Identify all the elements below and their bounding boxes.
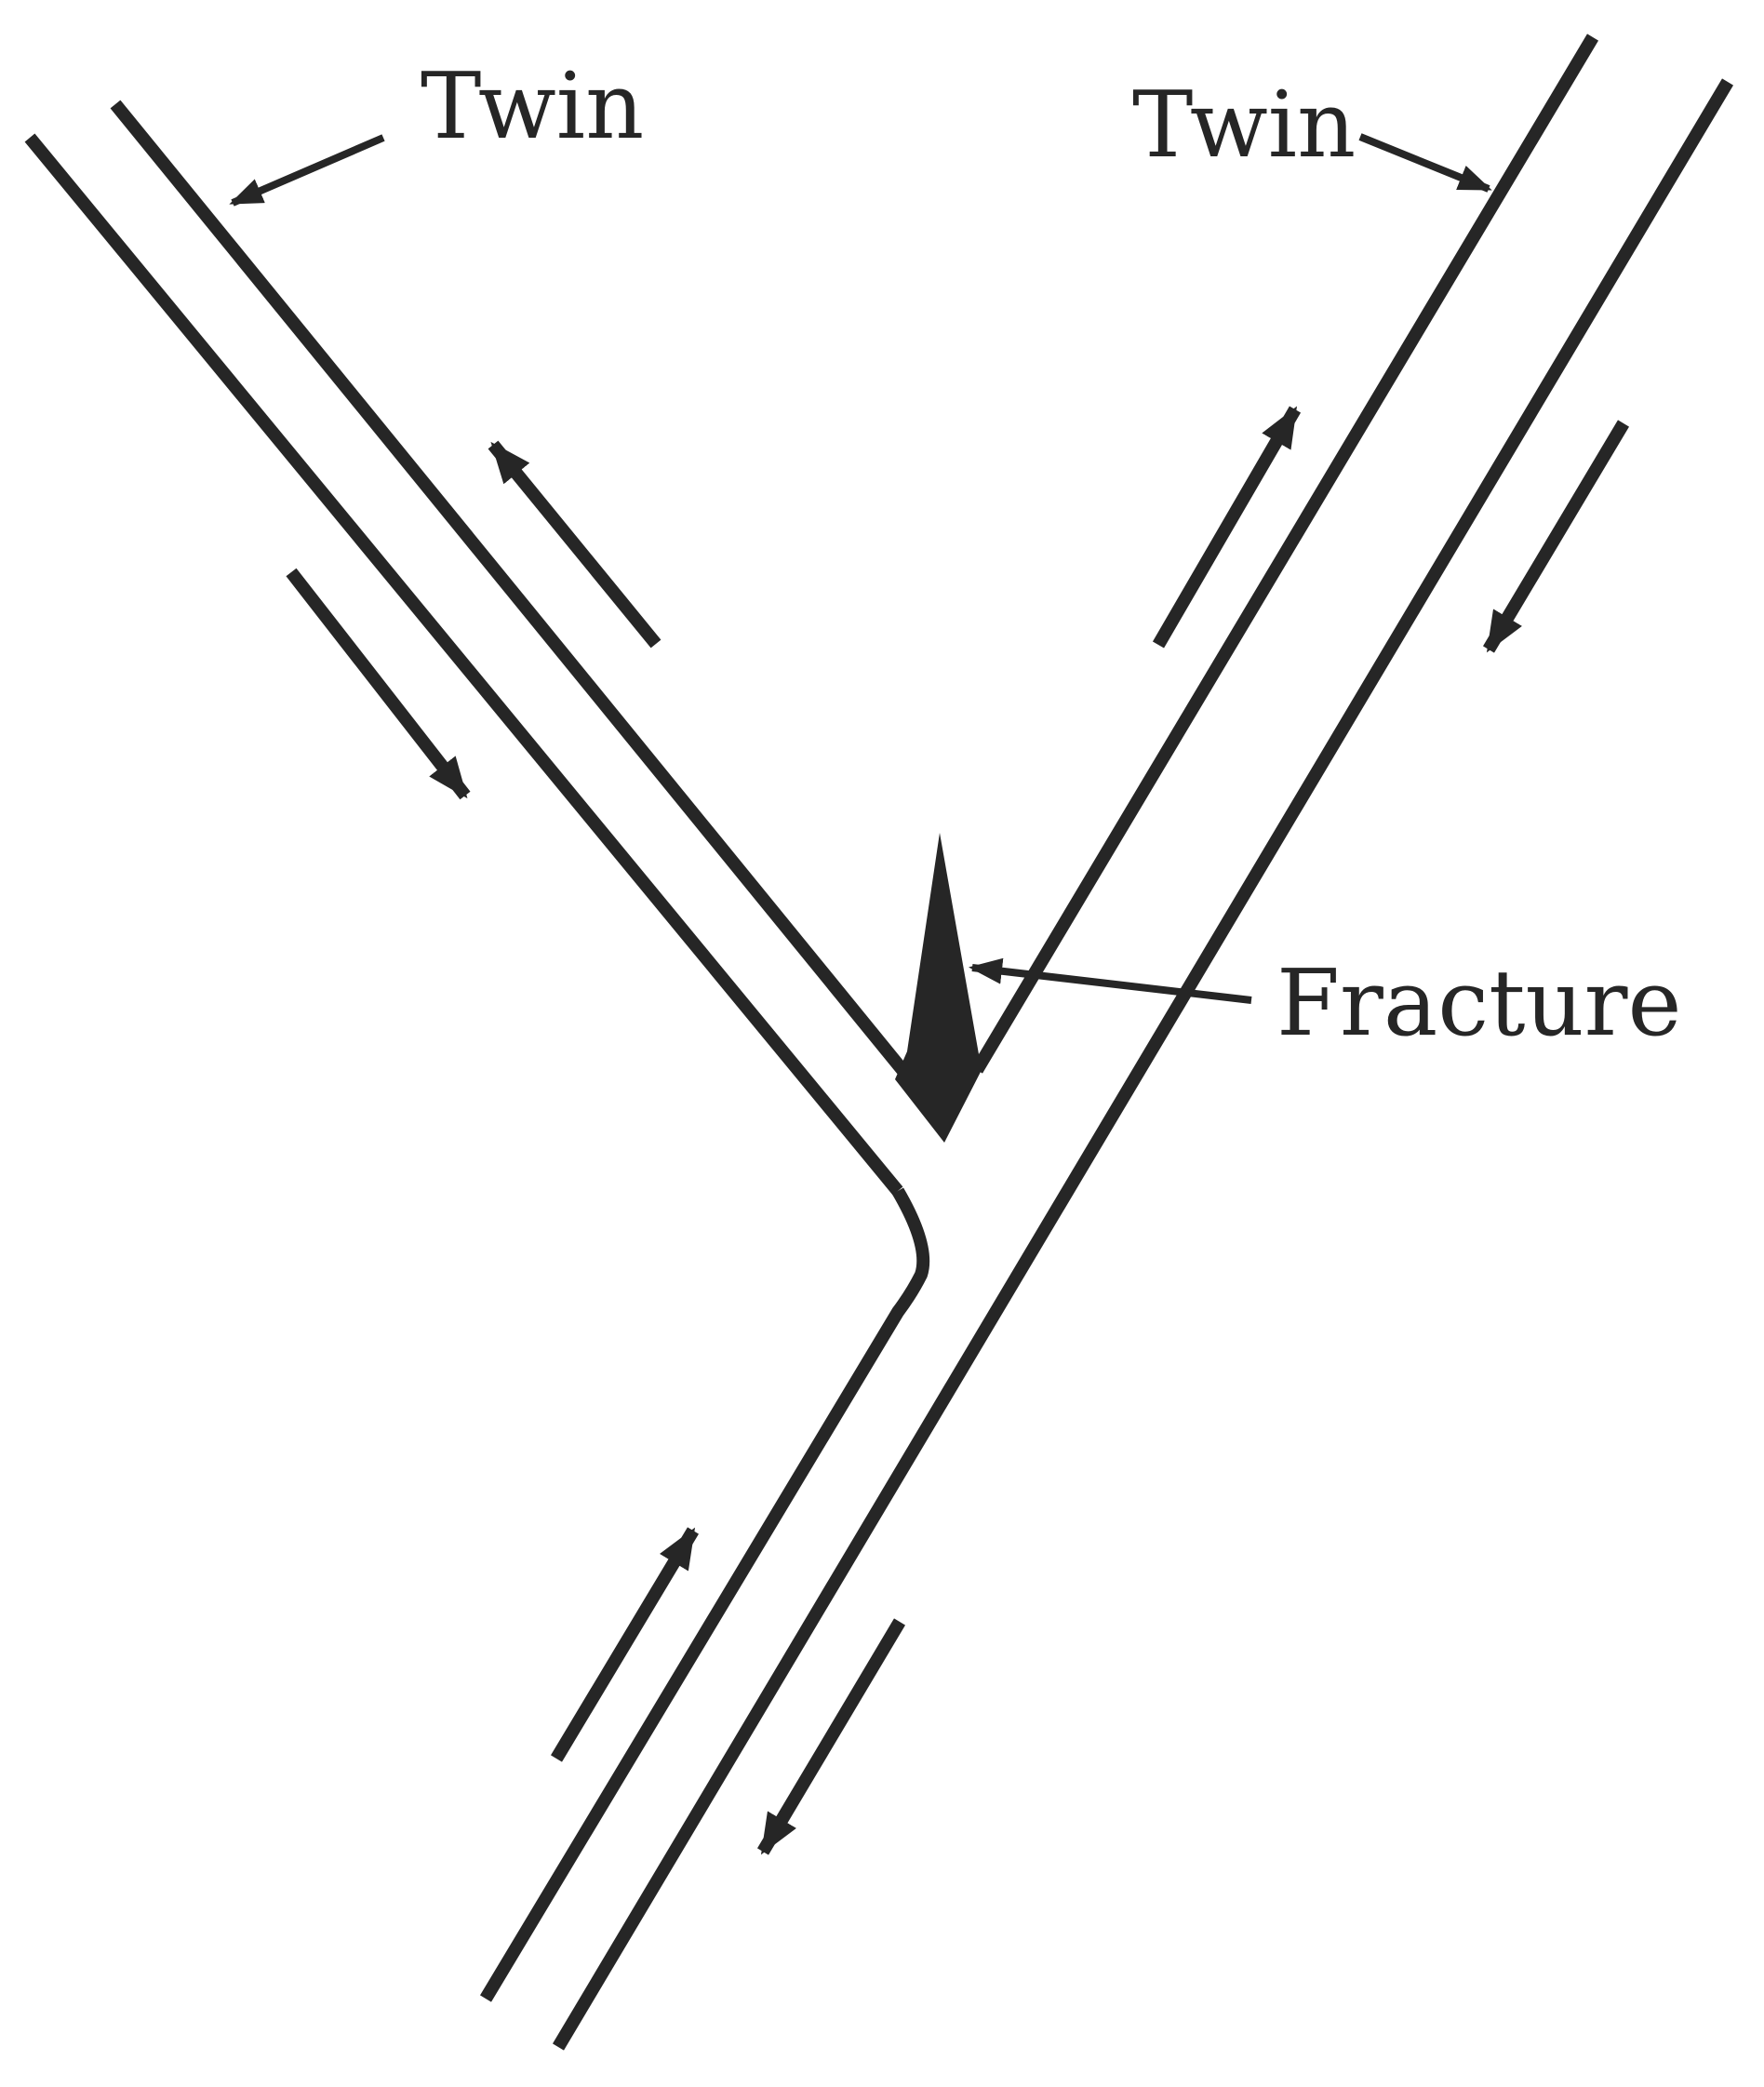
shear-arrow-right-down (1482, 420, 1630, 653)
right-twin-outer-boundary (552, 78, 1734, 2051)
twin-left-leader (229, 134, 385, 207)
shear-arrow-lower-up (550, 1527, 700, 1762)
label-fracture: Fracture (1276, 951, 1682, 1057)
fracture-leader (969, 957, 1252, 1004)
twin-right-leader (1358, 133, 1492, 193)
lower-twin-left-boundary (479, 1187, 930, 2002)
fracture-wedge (895, 833, 982, 1143)
shear-arrow-right-up (1152, 406, 1302, 649)
right-twin-inner-boundary (970, 33, 1599, 1074)
left-twin-outer-boundary (24, 133, 903, 1196)
label-twin-left: Twin (421, 54, 644, 160)
label-twin-right: Twin (1132, 73, 1356, 179)
shear-arrow-left-down (286, 568, 471, 800)
shear-arrow-lower-down (756, 1618, 906, 1855)
left-twin-inner-boundary (110, 100, 908, 1075)
shear-arrow-left-up (488, 440, 662, 649)
